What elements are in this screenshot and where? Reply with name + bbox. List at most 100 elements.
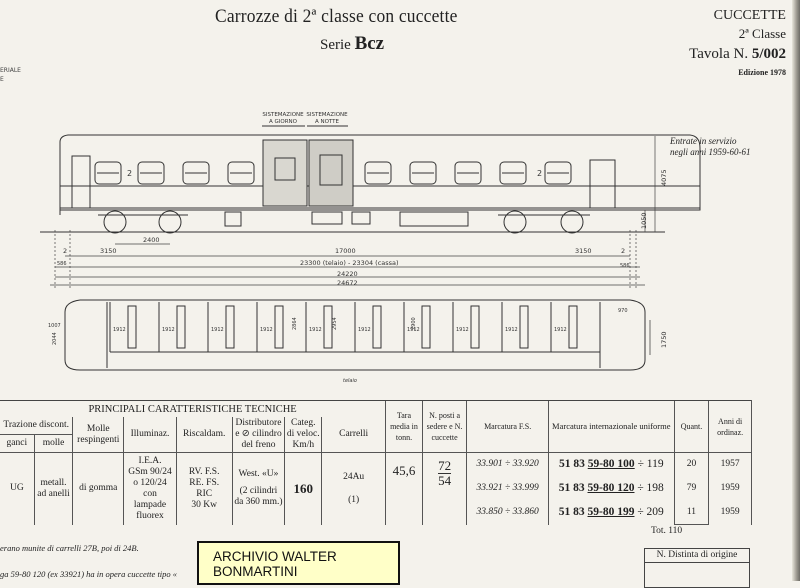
int-suffix: ÷ 119 [637, 458, 664, 471]
header-posti: N. posti a sedere e N. cuccette [421, 400, 467, 453]
header-ganci: ganci [0, 434, 35, 454]
side-elevation: 2 2 [40, 134, 701, 234]
value-molle-respingenti: di gomma [72, 452, 124, 525]
header-molle-respingenti: Molle respingenti [72, 417, 124, 453]
window [182, 161, 210, 185]
layout-labels: SISTEMAZIONE A GIORNO SISTEMAZIONE A NOT… [262, 112, 348, 125]
plan-dim: 2044 [52, 332, 58, 345]
row-2-anno: 1959 [708, 500, 752, 525]
plan-dim: 2954 [332, 317, 338, 330]
footnote: ga 59-80 120 (ex 33921) ha in opera cucc… [0, 569, 178, 579]
row-0-int: 51 83 59-80 100 ÷ 119 [547, 452, 675, 477]
left-fragment: ERIALE [0, 67, 21, 74]
dim-floor: 1050 [640, 212, 648, 229]
illuminaz-line: I.E.A. [138, 455, 162, 466]
row-0-anno: 1957 [708, 452, 752, 477]
dim-height: 4075 [660, 169, 668, 186]
header-categ: Categ. di veloc. Km/h [284, 417, 322, 453]
carrelli-line: 24Au [343, 471, 365, 482]
specs-table: PRINCIPALI CARATTERISTICHE TECNICHE Tara… [0, 400, 752, 525]
plan-dim: 970 [618, 308, 628, 314]
table-title: PRINCIPALI CARATTERISTICHE TECNICHE [0, 400, 386, 417]
berth [176, 305, 186, 349]
dimension-labels: 4075 1050 2400 3150 3150 17000 2 2 586 5… [57, 169, 668, 287]
compartment-dim: 1912 [260, 327, 273, 333]
distributore-line: (2 cilindri [239, 486, 278, 497]
service-note: Entrate in servizio negli anni 1959-60-6… [670, 136, 751, 158]
technical-drawing: SISTEMAZIONE A GIORNO SISTEMAZIONE A NOT… [40, 112, 701, 384]
int-prefix: 51 83 [558, 506, 585, 518]
int-suffix: ÷ 209 [637, 506, 664, 518]
header-molle: molle [33, 434, 73, 454]
int-prefix: 51 83 [558, 482, 585, 494]
service-note-line: Entrate in servizio [670, 136, 737, 146]
window [364, 161, 392, 185]
series-label: Serie [320, 37, 351, 53]
value-carrelli: 24Au(1) [321, 452, 386, 525]
riscaldam-line: RE. FS. [189, 477, 220, 488]
page-title: Carrozze di 2ª classe con cuccette [215, 6, 458, 27]
plan-dim: 2864 [292, 317, 298, 330]
series-code: Bcz [354, 33, 385, 54]
posti-cuccette: 54 [438, 473, 452, 488]
distinta-box: N. Distinta di origine [644, 548, 750, 588]
posti-sedere: 72 [438, 458, 452, 474]
series: Serie Bcz [320, 33, 384, 55]
window [454, 161, 482, 185]
berth [421, 305, 431, 349]
class-mark: 2 [537, 169, 542, 178]
label-day: SISTEMAZIONE [262, 112, 304, 118]
row-1-quant: 79 [673, 476, 709, 501]
window [499, 161, 527, 185]
header-tara: Tara media in tonn. [385, 400, 423, 453]
plan-labels: 1007 2044 2864 2954 2900 970 1750 telaio [48, 308, 668, 384]
footnote: erano munite di carrelli 27B, poi di 24B… [0, 543, 139, 553]
row-1-anno: 1959 [708, 476, 752, 501]
left-fragment: E [0, 76, 4, 83]
bogie-left [98, 210, 188, 234]
class-mark: 2 [127, 169, 132, 178]
compartment-dim: 1912 [309, 327, 322, 333]
illuminaz-line: fluorex [136, 510, 164, 521]
berth [323, 305, 333, 349]
illuminaz-line: GSm 90/24 [128, 466, 172, 477]
berth [372, 305, 382, 349]
row-0-fs: 33.901 ÷ 33.920 [466, 452, 549, 477]
int-code: 59-80 120 [587, 482, 635, 494]
header-distributore: Distributore e ⊘ cilindro del freno [231, 417, 285, 453]
compartment-dim: 1912 [113, 327, 126, 333]
label-day: A GIORNO [269, 119, 298, 125]
class-label: 2ª Classe [738, 26, 786, 41]
value-molle: metall. ad anelli [33, 452, 73, 525]
distributore-line: da 360 mm.) [234, 497, 283, 508]
header-marcatura-int: Marcatura internazionale uniforme [547, 400, 675, 453]
dim-overhang: 3150 [575, 247, 592, 255]
label-night: A NOTTE [315, 119, 340, 125]
dim-buffer: 586 [620, 263, 630, 269]
berth [127, 305, 137, 349]
window [94, 161, 122, 185]
berth [274, 305, 284, 349]
distributore-line: West. «U» [238, 469, 279, 480]
archive-text: ARCHIVIO WALTER BONMARTINI [213, 549, 337, 579]
dim-overhang: 3150 [100, 247, 117, 255]
total: Tot. 110 [651, 526, 683, 536]
row-0-quant: 20 [673, 452, 709, 477]
header-riscaldam: Riscaldam. [175, 417, 233, 453]
edition: Edizione 1978 [738, 68, 786, 77]
value-categ: 160 [284, 452, 322, 525]
row-1-int: 51 83 59-80 120 ÷ 198 [547, 476, 675, 501]
header-trazione: Trazione discont. [0, 417, 73, 435]
value-tara: 45,6 [385, 452, 423, 525]
compartment-dim: 1912 [211, 327, 224, 333]
value-ganci: UG [9, 483, 24, 494]
compartment-dim: 1912 [505, 327, 518, 333]
plate: Tavola N. 5/002 [689, 46, 786, 63]
archive-watermark: ARCHIVIO WALTER BONMARTINI [197, 541, 400, 585]
dim-gap: 2 [621, 247, 625, 255]
